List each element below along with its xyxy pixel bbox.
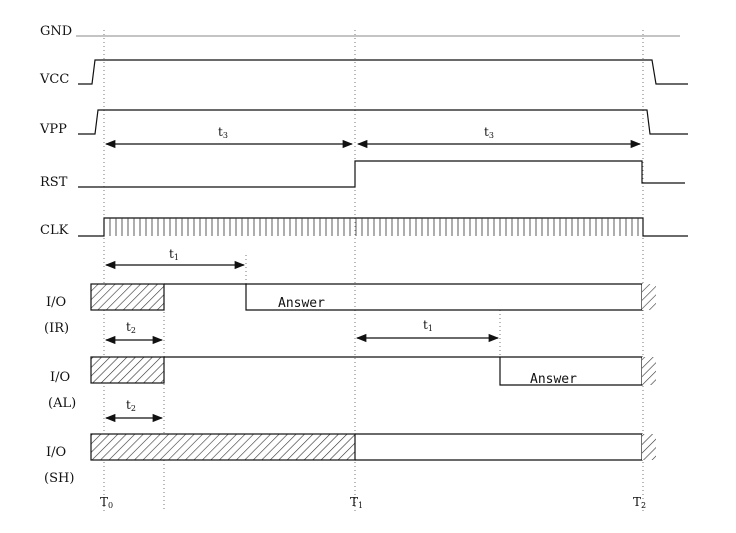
clk-label: CLK (40, 223, 69, 238)
time-marker-t2: T2 (633, 495, 646, 510)
io-ir-waveform (164, 283, 643, 311)
duration-arrows (104, 139, 642, 423)
vcc-label: VCC (39, 72, 69, 87)
io-sh-waveform (355, 433, 643, 461)
vpp-label: VPP (39, 122, 67, 137)
vpp-waveform (78, 109, 688, 135)
gnd-label: GND (40, 24, 72, 39)
vcc-waveform (78, 59, 688, 85)
time-marker-t0: T0 (100, 495, 113, 510)
io-ir-answer-label: Answer (278, 296, 325, 311)
io-sh-label: I/O (46, 445, 66, 460)
rst-waveform (78, 160, 685, 188)
rst-label: RST (40, 175, 68, 190)
io-sh-undefined-start (90, 433, 356, 461)
waveforms (76, 35, 688, 461)
io-al-undefined-end (642, 357, 656, 385)
t2-al-label: t2 (126, 398, 136, 413)
clk-pulses (109, 218, 639, 236)
io-sh-undefined-end (642, 434, 656, 460)
t3-first-label: t3 (218, 125, 228, 140)
time-marker-t1: T1 (350, 495, 363, 510)
io-ir-undefined-start (90, 283, 165, 311)
signal-labels: GND VCC VPP RST CLK I/O (IR) I/O (AL) I/… (39, 24, 76, 486)
io-ir-label: I/O (46, 295, 66, 310)
clk-waveform-edges (78, 217, 688, 237)
t2-ir-label: t2 (126, 320, 136, 335)
io-sh-mode-label: (SH) (44, 471, 74, 486)
io-al-answer-label: Answer (530, 372, 577, 387)
io-ir-undefined-end (642, 284, 656, 310)
t3-second-label: t3 (484, 125, 494, 140)
io-ir-mode-label: (IR) (44, 321, 69, 336)
io-al-mode-label: (AL) (48, 396, 76, 411)
io-al-undefined-start (90, 356, 165, 384)
t1-ir-label: t1 (169, 247, 179, 262)
t1-al-label: t1 (423, 318, 433, 333)
io-al-label: I/O (50, 370, 70, 385)
